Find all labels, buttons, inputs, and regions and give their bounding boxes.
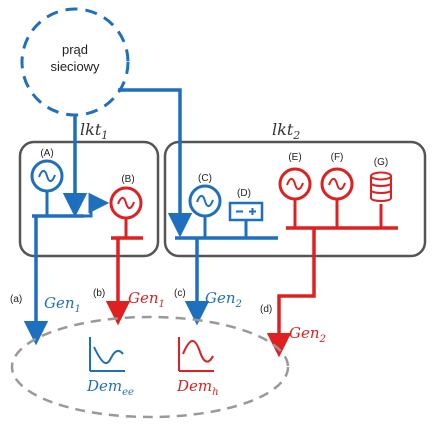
grid-source-label-line1: prąd — [62, 42, 88, 57]
group-label-lkt1-base: lkt — [80, 120, 102, 139]
flow-d-line — [266, 228, 316, 358]
flow-d-label: Gen2 — [289, 324, 326, 345]
grid-to-lkt2-line — [118, 88, 193, 238]
demand-region — [10, 315, 290, 419]
flow-c-sub: 2 — [235, 299, 242, 310]
demand-h-label: Demh — [176, 377, 219, 398]
group-label-lkt1-sub: 1 — [101, 129, 108, 142]
unit-f-label: (F) — [331, 152, 344, 163]
flow-a-base: Gen — [44, 294, 75, 312]
flow-a-tag: (a) — [10, 294, 22, 305]
unit-b: (B) — [109, 174, 143, 220]
demand-ee: Demee — [86, 337, 134, 398]
flow-d-tag: (d) — [260, 304, 272, 315]
unit-b-label: (B) — [121, 174, 134, 185]
unit-e-label: (E) — [288, 152, 301, 163]
group-label-lkt2-sub: 2 — [292, 129, 300, 142]
unit-e: (E) — [278, 152, 312, 201]
flow-d-sub: 2 — [319, 334, 326, 345]
flow-b-label: Gen1 — [128, 289, 165, 310]
flow-d-base: Gen — [289, 324, 320, 342]
demand-h-sub: h — [212, 387, 218, 398]
grid-source-label-line2: sieciowy — [50, 59, 100, 74]
unit-c-label: (C) — [198, 173, 212, 184]
grid-source: prąd sieciowy — [20, 7, 130, 117]
demand-ee-sub: ee — [122, 387, 134, 398]
group-box-lkt2 — [163, 140, 427, 258]
unit-d: (D) — [228, 188, 264, 222]
group-label-lkt2: lkt2 — [272, 120, 300, 142]
flow-b-sub: 1 — [159, 299, 165, 310]
flow-c-label: Gen2 — [205, 289, 242, 310]
flow-a-label: Gen1 — [44, 294, 81, 315]
demand-ee-label: Demee — [86, 377, 134, 398]
demand-ee-curve-icon — [89, 337, 125, 372]
unit-g: (G) — [370, 157, 392, 202]
unit-g-storage-icon — [370, 171, 392, 202]
demand-ee-base: Dem — [86, 377, 122, 395]
unit-d-battery-icon — [228, 201, 264, 222]
unit-d-label: (D) — [237, 188, 251, 199]
group-label-lkt1: lkt1 — [80, 120, 108, 142]
demand-h-base: Dem — [176, 377, 212, 395]
unit-f: (F) — [320, 152, 354, 201]
unit-a-label: (A) — [40, 148, 53, 159]
demand-h: Demh — [176, 337, 219, 398]
unit-c: (C) — [188, 173, 222, 218]
flow-b-tag: (b) — [93, 288, 105, 299]
group-label-lkt2-base: lkt — [272, 120, 294, 139]
flow-c-base: Gen — [205, 289, 236, 307]
flow-c-tag: (c) — [174, 288, 186, 299]
unit-a: (A) — [30, 148, 64, 193]
unit-g-label: (G) — [374, 157, 388, 168]
group-box-lkt1 — [18, 140, 160, 258]
flow-b-base: Gen — [128, 289, 159, 307]
bus-to-unit-b — [84, 192, 110, 218]
demand-h-curve-icon — [178, 337, 214, 372]
flow-a-sub: 1 — [75, 304, 81, 315]
